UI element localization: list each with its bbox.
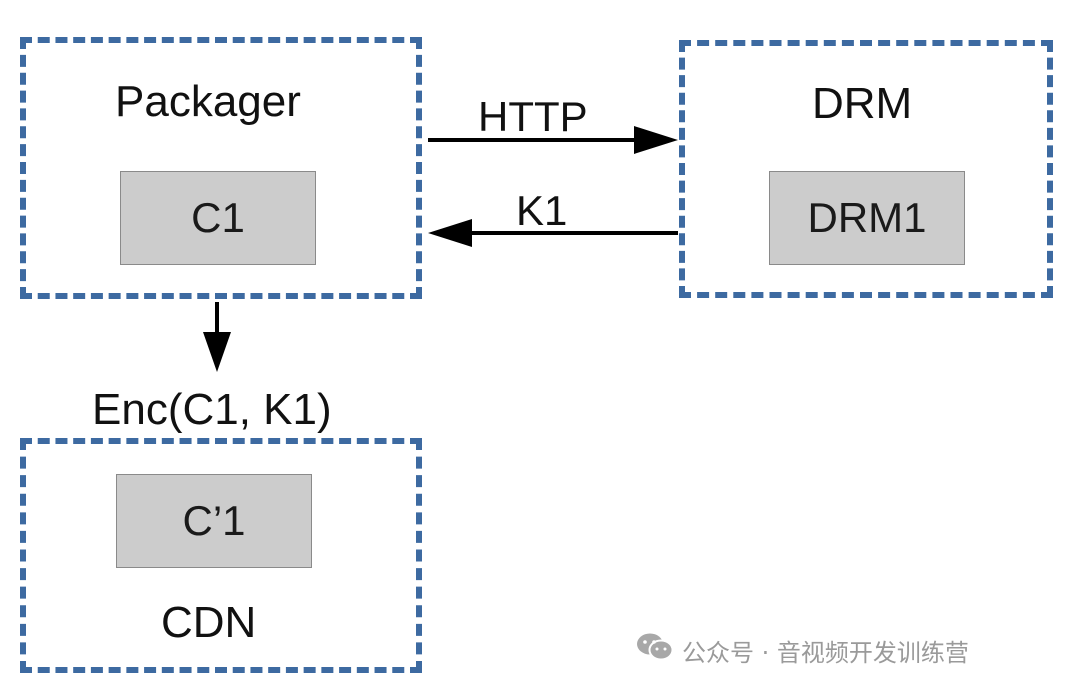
cdn-content-box: C’1 — [116, 474, 312, 568]
drm-label: DRM — [812, 79, 913, 128]
cdn-label: CDN — [161, 598, 257, 647]
drm-content-label: DRM1 — [807, 194, 927, 241]
k1-arrow — [428, 219, 678, 247]
drm-group — [679, 40, 1053, 298]
enc-edge-label: Enc(C1, K1) — [92, 385, 332, 434]
packager-content-label: C1 — [191, 194, 245, 241]
cdn-group — [20, 438, 422, 673]
packager-content-box: C1 — [120, 171, 316, 265]
packager-group — [20, 37, 422, 299]
http-edge-label: HTTP — [478, 93, 588, 140]
packager-label: Packager — [115, 77, 301, 126]
k1-edge-label: K1 — [516, 187, 568, 234]
http-arrow — [428, 126, 678, 154]
drm-content-box: DRM1 — [769, 171, 965, 265]
watermark-text: 公众号 · 音视频开发训练营 — [682, 638, 969, 667]
enc-arrow — [203, 302, 231, 372]
wechat-icon — [636, 632, 674, 668]
cdn-content-label: C’1 — [182, 497, 246, 544]
watermark: 公众号 · 音视频开发训练营 — [636, 632, 969, 668]
